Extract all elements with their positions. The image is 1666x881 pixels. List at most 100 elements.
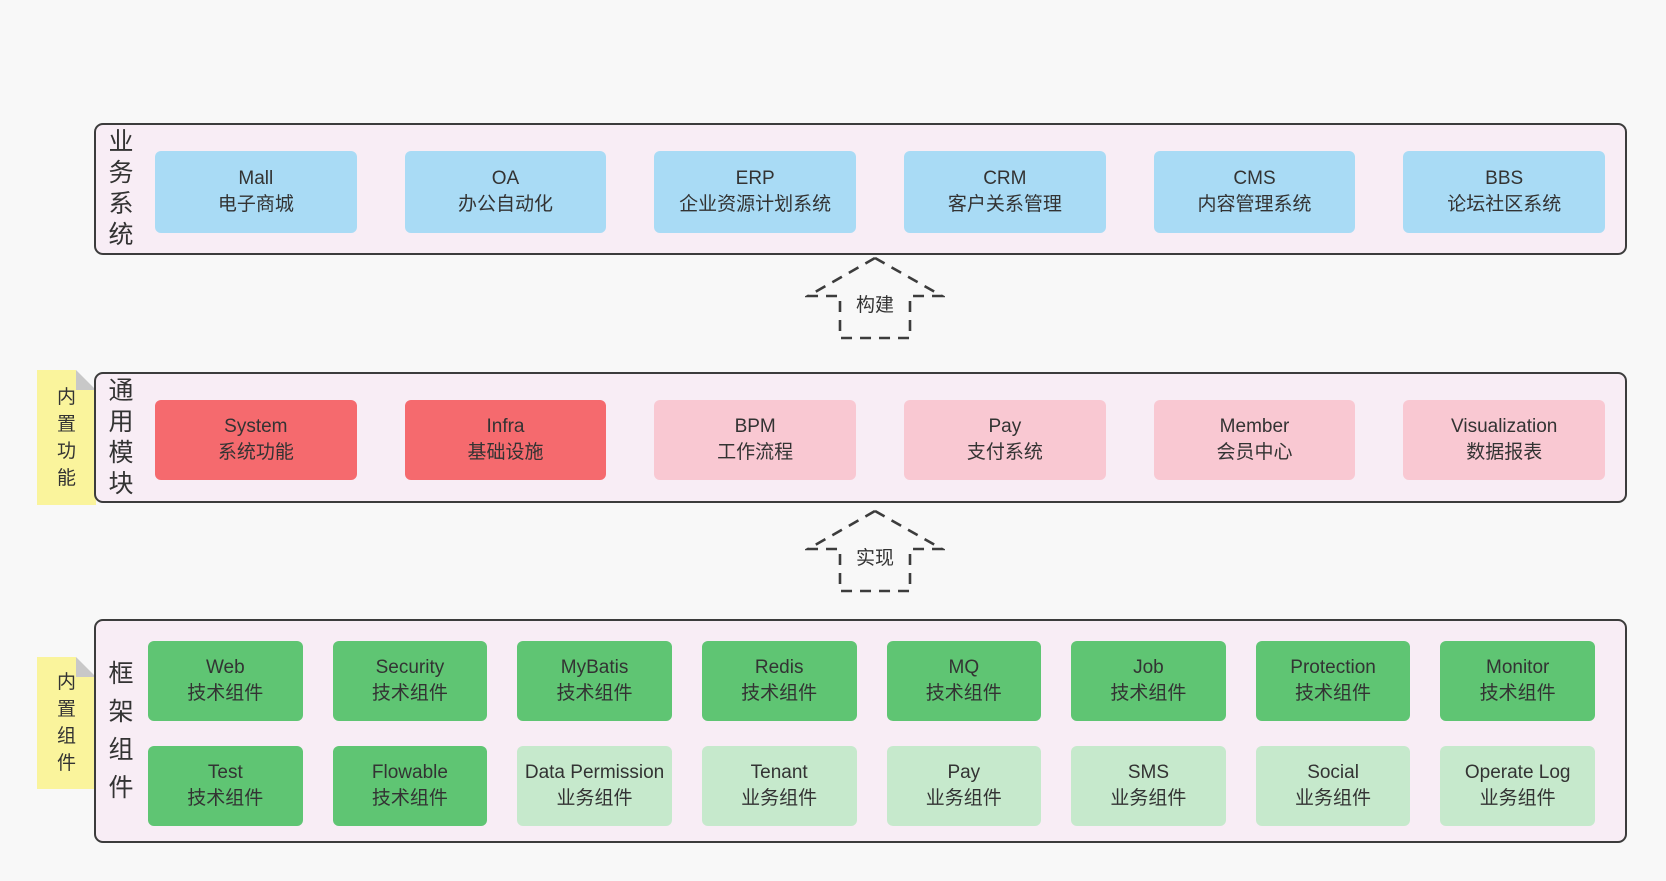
module-subtitle: 论坛社区系统 [1447, 194, 1562, 215]
module-name: Visualization [1451, 416, 1558, 437]
module-name: Operate Log [1464, 762, 1571, 783]
module-box-tenant: Tenant 业务组件 [701, 746, 857, 826]
module-name: Infra [486, 416, 525, 437]
module-name: MyBatis [560, 657, 629, 678]
module-box-visualization: Visualization 数据报表 [1403, 400, 1606, 480]
module-name: Pay [988, 416, 1022, 437]
module-subtitle: 企业资源计划系统 [679, 194, 832, 215]
module-subtitle: 技术组件 [1110, 683, 1187, 704]
module-name: Web [205, 657, 245, 678]
module-subtitle: 技术组件 [1295, 683, 1372, 704]
up-arrow-icon [805, 509, 945, 593]
module-subtitle: 支付系统 [966, 442, 1043, 463]
module-name: Job [1133, 657, 1164, 678]
module-subtitle: 业务组件 [1295, 788, 1372, 809]
module-subtitle: 技术组件 [556, 683, 633, 704]
module-name: Monitor [1486, 657, 1550, 678]
module-box-redis: Redis 技术组件 [701, 641, 857, 721]
module-subtitle: 技术组件 [741, 683, 818, 704]
module-box-oa: OA 办公自动化 [404, 151, 607, 233]
module-subtitle: 业务组件 [925, 788, 1002, 809]
arrow-label-implement: 实现 [852, 546, 898, 572]
module-name: BPM [734, 416, 776, 437]
module-name: Redis [754, 657, 804, 678]
module-box-data-permission: Data Permission 业务组件 [517, 746, 672, 826]
module-box-mall: Mall 电子商城 [155, 151, 357, 233]
module-name: Mall [238, 168, 274, 189]
module-subtitle: 客户关系管理 [947, 194, 1062, 215]
module-box-erp: ERP 企业资源计划系统 [654, 151, 857, 233]
module-subtitle: 业务组件 [1479, 788, 1556, 809]
module-box-web: Web 技术组件 [148, 641, 303, 721]
module-box-test: Test 技术组件 [148, 746, 303, 826]
module-name: Protection [1290, 657, 1376, 678]
module-subtitle: 数据报表 [1466, 442, 1543, 463]
tier-label-common-modules: 通用模块 [104, 374, 138, 501]
module-name: CMS [1233, 168, 1276, 189]
module-name: OA [491, 168, 520, 189]
module-box-operate-log: Operate Log 业务组件 [1440, 746, 1595, 826]
module-name: Member [1219, 416, 1290, 437]
module-box-job: Job 技术组件 [1071, 641, 1226, 721]
module-box-member: Member 会员中心 [1153, 400, 1356, 480]
sticky-note-text: 内置功能 [56, 386, 76, 489]
module-box-social: Social 业务组件 [1255, 746, 1411, 826]
module-box-crm: CRM 客户关系管理 [904, 151, 1106, 233]
module-subtitle: 技术组件 [1479, 683, 1556, 704]
module-name: Security [375, 657, 445, 678]
module-subtitle: 办公自动化 [458, 194, 554, 215]
module-name: Data Permission [524, 762, 665, 783]
module-row: Mall 电子商城 OA 办公自动化 ERP 企业资源计划系统 CRM 客户关系管理 CMS 内容… [155, 151, 1606, 233]
sticky-note-built-in-features: 内置功能 [37, 370, 96, 505]
module-name: CRM [983, 168, 1027, 189]
tier-label-text: 业务系统 [108, 128, 134, 249]
module-subtitle: 技术组件 [371, 788, 448, 809]
module-box-monitor: Monitor 技术组件 [1440, 641, 1595, 721]
module-box-pay: Pay 支付系统 [904, 400, 1106, 480]
module-subtitle: 技术组件 [187, 788, 264, 809]
module-name: Test [207, 762, 243, 783]
tier-label-business-systems: 业务系统 [104, 125, 138, 253]
module-box-bpm: BPM 工作流程 [654, 400, 857, 480]
module-name: Pay [947, 762, 981, 783]
module-name: MQ [948, 657, 980, 678]
module-subtitle: 会员中心 [1216, 442, 1293, 463]
module-subtitle: 业务组件 [741, 788, 818, 809]
dashed-up-arrow-build: 构建 [805, 255, 945, 341]
module-subtitle: 电子商城 [217, 194, 294, 215]
module-name: BBS [1485, 168, 1524, 189]
module-name: Flowable [371, 762, 448, 783]
tier-label-text: 框架组件 [108, 660, 134, 802]
module-box-pay: Pay 业务组件 [886, 746, 1042, 826]
module-name: System [224, 416, 288, 437]
module-box-mybatis: MyBatis 技术组件 [517, 641, 672, 721]
tier-label-text: 通用模块 [108, 376, 134, 498]
module-name: SMS [1127, 762, 1170, 783]
module-name: Social [1307, 762, 1359, 783]
module-subtitle: 业务组件 [556, 788, 633, 809]
module-subtitle: 业务组件 [1110, 788, 1187, 809]
module-name: ERP [735, 168, 775, 189]
tier-label-framework-components: 框架组件 [104, 621, 138, 841]
module-subtitle: 内容管理系统 [1197, 194, 1312, 215]
module-box-protection: Protection 技术组件 [1255, 641, 1411, 721]
module-box-bbs: BBS 论坛社区系统 [1403, 151, 1606, 233]
module-subtitle: 技术组件 [187, 683, 264, 704]
module-box-flowable: Flowable 技术组件 [332, 746, 488, 826]
module-name: Tenant [750, 762, 808, 783]
module-subtitle: 工作流程 [717, 442, 794, 463]
up-arrow-icon [805, 256, 945, 340]
module-subtitle: 系统功能 [217, 442, 294, 463]
module-box-system: System 系统功能 [155, 400, 357, 480]
module-box-sms: SMS 业务组件 [1071, 746, 1226, 826]
sticky-note-text: 内置组件 [56, 672, 76, 774]
